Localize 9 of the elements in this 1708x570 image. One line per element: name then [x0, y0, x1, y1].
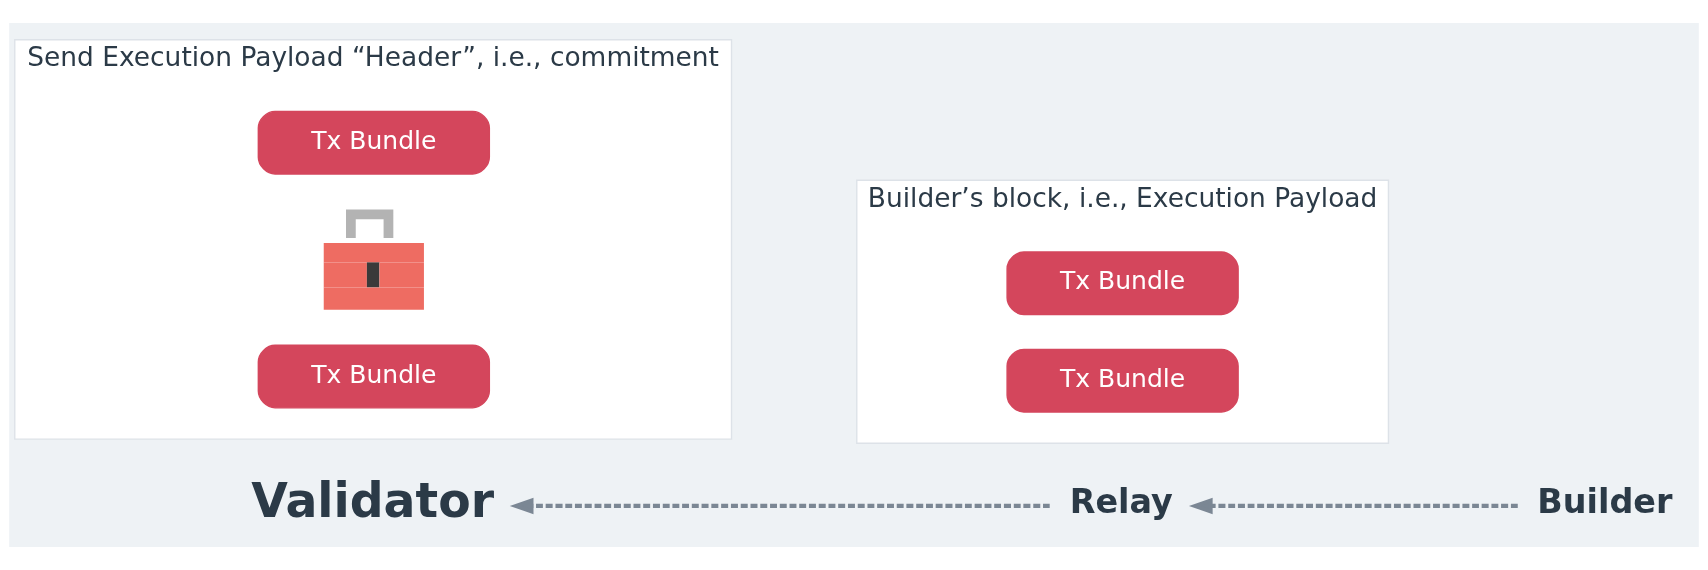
node-text: Relay [1069, 482, 1173, 522]
node-box: Tx Bundle [257, 110, 491, 175]
arrow [509, 497, 1050, 515]
node-text: Builder [1537, 482, 1673, 522]
node-box: Tx Bundle [257, 344, 491, 409]
node-box: Tx Bundle [1006, 348, 1239, 413]
arrow [1188, 497, 1518, 515]
node-text: Validator [251, 472, 495, 528]
node-box: Tx Bundle [1006, 251, 1239, 316]
